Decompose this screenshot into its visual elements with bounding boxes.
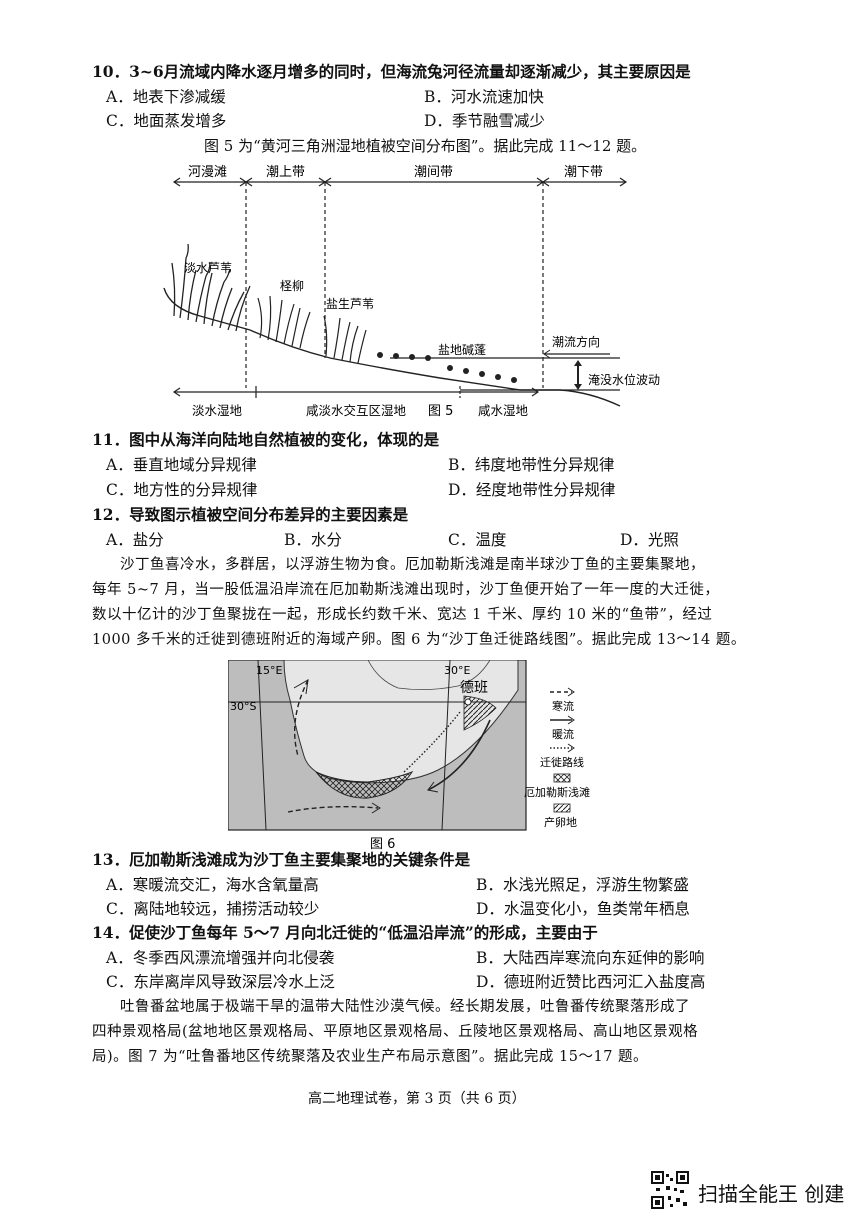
zone-intertidal: 潮间带 <box>414 165 453 180</box>
q10-option-b: B．河水流速加快 <box>424 88 544 106</box>
legend-migration-route: 迁徙路线 <box>540 755 584 769</box>
q13-option-b: B．水浅光照足，浮游生物繁盛 <box>476 876 689 894</box>
plant-fresh-reed: 淡水芦苇 <box>184 261 232 275</box>
figure-6-sardine-migration-map: 15°E 30°E 30°S 德班 寒流 暖流 迁徙路线 厄加勒斯浅滩 产卵地 … <box>228 660 590 850</box>
plant-salt-reed: 盐生芦苇 <box>326 297 374 311</box>
legend-agulhas-bank: 厄加勒斯浅滩 <box>524 785 590 799</box>
water-level-label: 淹没水位波动 <box>588 372 660 387</box>
figure-6-legend: 寒流 暖流 迁徙路线 厄加勒斯浅滩 产卵地 <box>524 687 590 829</box>
zone-fresh-wetland: 淡水湿地 <box>192 403 243 418</box>
plant-tamarisk: 柽柳 <box>280 279 304 293</box>
passage3-line-3: 局)。图 7 为“吐鲁番地区传统聚落及农业生产布局示意图”。据此完成 15～17… <box>92 1049 649 1065</box>
qr-code-icon <box>650 1170 690 1210</box>
zone-subtidal: 潮下带 <box>564 165 603 180</box>
q11-option-c: C．地方性的分异规律 <box>106 481 258 499</box>
city-durban: 德班 <box>460 680 488 696</box>
zone-salt-wetland: 咸水湿地 <box>478 403 529 418</box>
legend-spawning-ground: 产卵地 <box>544 815 577 829</box>
q14-stem: 14．促使沙丁鱼每年 5～7 月向北迁徙的“低温沿岸流”的形成，主要由于 <box>92 923 598 942</box>
lat-30s: 30°S <box>230 700 256 713</box>
q13-option-c: C．离陆地较远，捕捞活动较少 <box>106 900 320 918</box>
passage3-line-2: 四种景观格局(盆地地区景观格局、平原地区景观格局、丘陵地区景观格局、高山地区景观… <box>92 1024 699 1040</box>
zone-brackish-wetland: 咸淡水交互区湿地 <box>306 403 407 418</box>
q10-stem: 10．3~6月流域内降水逐月增多的同时，但海流兔河径流量却逐渐减少，其主要原因是 <box>92 62 691 81</box>
q14-option-b: B．大陆西岸寒流向东延伸的影响 <box>476 949 705 967</box>
q13-option-a: A．寒暖流交汇，海水含氧量高 <box>106 876 319 894</box>
lon-15e: 15°E <box>256 664 282 677</box>
q10-option-c: C．地面蒸发增多 <box>106 112 227 130</box>
passage2-line-3: 数以十亿计的沙丁鱼聚拢在一起，形成长约数千米、宽达 1 千米、厚约 10 米的“… <box>92 607 713 623</box>
q10-option-d: D．季节融雪减少 <box>424 112 545 130</box>
q11-option-d: D．经度地带性分异规律 <box>448 481 616 499</box>
tide-direction-label: 潮流方向 <box>552 334 600 349</box>
q13-stem: 13．厄加勒斯浅滩成为沙丁鱼主要集聚地的关键条件是 <box>92 850 471 869</box>
q14-option-c: C．东岸离岸风导致深层冷水上泛 <box>106 973 335 991</box>
q12-stem: 12．导致图示植被空间分布差异的主要因素是 <box>92 505 409 524</box>
figure-5-wetland-diagram: 河漫滩 潮上带 潮间带 潮下带 淡水芦苇 柽柳 盐生芦苇 盐地碱蓬 潮流方向 淹… <box>163 165 660 419</box>
q12-option-a: A．盐分 <box>106 531 164 549</box>
q12-option-c: C．温度 <box>448 531 507 549</box>
figure-5-label: 图 5 <box>428 404 453 419</box>
legend-warm-current: 暖流 <box>552 727 574 741</box>
q11-option-b: B．纬度地带性分异规律 <box>448 456 615 474</box>
q12-option-b: B．水分 <box>284 531 342 549</box>
page-footer: 高二地理试卷，第 3 页（共 6 页） <box>308 1091 526 1107</box>
lon-30e: 30°E <box>444 664 470 677</box>
figure-6-label: 图 6 <box>370 837 395 850</box>
q13-option-d: D．水温变化小，鱼类常年栖息 <box>476 900 690 918</box>
zone-supratidal: 潮上带 <box>266 165 305 180</box>
q14-option-a: A．冬季西风漂流增强并向北侵袭 <box>106 949 335 967</box>
passage2-line-4: 1000 多千米的迁徙到德班附近的海域产卵。图 6 为“沙丁鱼迁徙路线图”。据此… <box>92 632 746 648</box>
q12-option-d: D．光照 <box>620 531 679 549</box>
q10-option-a: A．地表下渗减缓 <box>106 88 226 106</box>
zone-floodplain: 河漫滩 <box>188 165 227 180</box>
passage3-line-1: 吐鲁番盆地属于极端干旱的温带大陆性沙漠气候。经长期发展，吐鲁番传统聚落形成了 <box>120 999 690 1015</box>
q11-stem: 11．图中从海洋向陆地自然植被的变化，体现的是 <box>92 430 440 449</box>
fig5-intro: 图 5 为“黄河三角洲湿地植被空间分布图”。据此完成 11～12 题。 <box>204 137 647 155</box>
passage2-line-1: 沙丁鱼喜冷水，多群居，以浮游生物为食。厄加勒斯浅滩是南半球沙丁鱼的主要集聚地， <box>120 557 705 573</box>
q14-option-d: D．德班附近赞比西河汇入盐度高 <box>476 973 706 991</box>
passage2-line-2: 每年 5~7 月，当一股低温沿岸流在厄加勒斯浅滩出现时，沙丁鱼便开始了一年一度的… <box>92 582 720 598</box>
plant-suaeda: 盐地碱蓬 <box>438 343 486 357</box>
scanner-watermark: 扫描全能王 创建 <box>698 1182 845 1206</box>
legend-cold-current: 寒流 <box>552 699 574 713</box>
q11-option-a: A．垂直地域分异规律 <box>106 456 257 474</box>
